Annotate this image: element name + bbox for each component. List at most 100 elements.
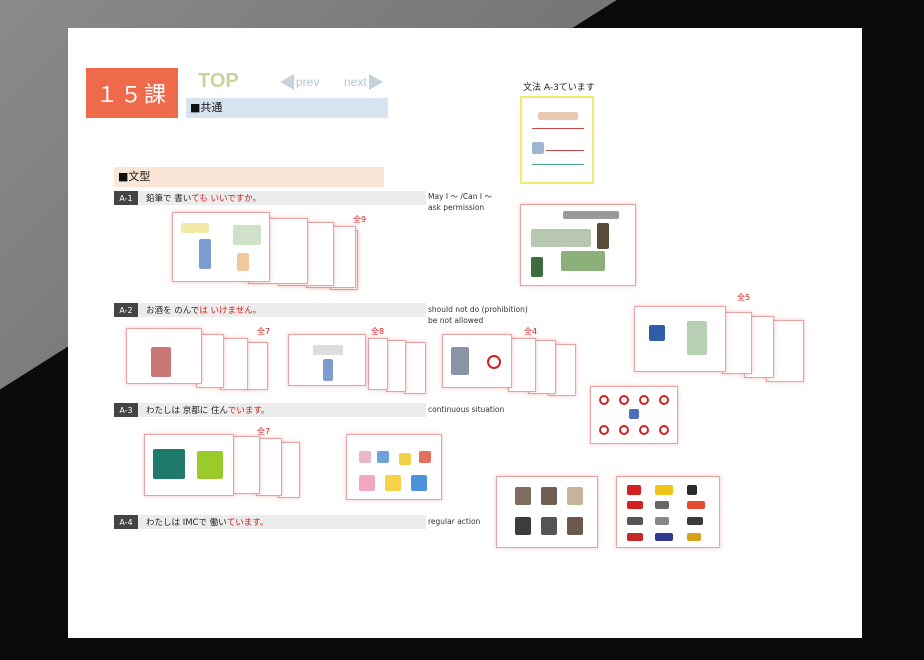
sentence-row-a3[interactable]: A-3 わたしは 京都に 住ん でいます。 <box>114 403 426 417</box>
row-text: わたしは 京都に 住ん <box>146 406 228 416</box>
row-tag: A-1 <box>114 191 138 205</box>
slide-card[interactable] <box>144 434 234 496</box>
slide-card[interactable] <box>404 342 426 394</box>
grammar-ref-card[interactable] <box>520 96 594 184</box>
gloss-line: May I ～ /Can I ～ <box>428 192 492 201</box>
sign-figure <box>313 345 343 355</box>
person-figure <box>199 239 211 269</box>
gloss-a1: May I ～ /Can I ～ ask permission <box>428 191 492 213</box>
tablet-screen: １５課 TOP prev next ■共通 文法 A-3ています ■文型 A-1… <box>68 28 862 638</box>
person-figure <box>323 359 333 381</box>
grammar-ref-figure <box>538 112 578 120</box>
row-text: わたしは IMCで 働い <box>146 518 227 528</box>
slide-card[interactable] <box>634 306 726 372</box>
prev-arrow-icon <box>280 74 294 90</box>
logo-figure <box>627 501 643 509</box>
gloss-line: regular action <box>428 517 481 526</box>
gloss-line: ask permission <box>428 203 485 212</box>
gloss-line: should not do (prohibition) <box>428 305 528 314</box>
slide-card[interactable] <box>126 328 202 384</box>
people-card[interactable] <box>496 476 598 548</box>
next-arrow-icon <box>368 74 383 90</box>
slide-card[interactable] <box>520 204 636 286</box>
gloss-a4: regular action <box>428 516 480 527</box>
lesson-badge[interactable]: １５課 <box>86 68 178 118</box>
slide-count: 全5 <box>737 293 751 302</box>
logo-figure <box>655 533 673 541</box>
portrait-figure <box>541 487 557 505</box>
slide-card[interactable] <box>386 340 406 392</box>
logo-figure <box>655 501 669 509</box>
character-figure <box>385 475 401 491</box>
sentence-row-a4[interactable]: A-4 わたしは IMCで 働い ています。 <box>114 515 426 529</box>
prev-link[interactable]: prev <box>280 74 319 90</box>
row-highlight: ています。 <box>226 518 269 528</box>
character-figure <box>399 453 411 465</box>
row-highlight: は いけません。 <box>199 306 262 316</box>
grammar-ref-line <box>532 128 584 129</box>
crowd-figure <box>451 347 469 375</box>
slide-count: 全8 <box>371 327 385 336</box>
grammar-ref-line <box>546 150 584 151</box>
prohibition-icon <box>619 425 629 435</box>
person-figure <box>531 257 543 277</box>
logo-figure <box>627 485 641 495</box>
slide-count: 全4 <box>524 327 538 336</box>
shelf-figure <box>563 211 619 219</box>
row-text: 鉛筆で 書い <box>146 194 192 204</box>
next-label: next <box>344 75 367 89</box>
slide-count: 全9 <box>353 215 367 224</box>
row-highlight: ても いいですか。 <box>191 194 262 204</box>
character-figure <box>377 451 389 463</box>
gloss-a3: continuous situation <box>428 404 504 415</box>
prohibition-signs-card[interactable] <box>590 386 678 444</box>
row-tag: A-2 <box>114 303 138 317</box>
slide-count: 全7 <box>257 427 271 436</box>
slide-card[interactable] <box>722 312 752 374</box>
portrait-figure <box>515 487 531 505</box>
prohibition-icon <box>659 395 669 405</box>
slide-card[interactable] <box>442 334 512 388</box>
escalator-sign-icon <box>649 325 665 341</box>
grammar-ref-figure <box>532 142 544 154</box>
speech-bubble <box>181 223 209 233</box>
slide-card[interactable] <box>232 436 260 494</box>
portrait-figure <box>541 517 557 535</box>
character-figure <box>359 475 375 491</box>
company-logos-card[interactable] <box>616 476 720 548</box>
logo-figure <box>687 485 697 495</box>
person-figure <box>237 253 249 271</box>
logo-figure <box>655 485 673 495</box>
slide-card[interactable] <box>288 334 366 386</box>
slide-card[interactable] <box>172 212 270 282</box>
prohibition-icon <box>639 425 649 435</box>
logo-figure <box>687 517 703 525</box>
character-figure <box>359 451 371 463</box>
slide-card[interactable] <box>508 338 536 392</box>
sentence-row-a1[interactable]: A-1 鉛筆で 書い ても いいですか。 <box>114 191 426 205</box>
portrait-figure <box>515 517 531 535</box>
slide-count: 全7 <box>257 327 271 336</box>
logo-figure <box>687 501 705 509</box>
top-link[interactable]: TOP <box>198 70 239 92</box>
next-link[interactable]: next <box>344 74 383 90</box>
photo-figure <box>153 449 185 479</box>
slide-card[interactable] <box>346 434 442 500</box>
sign-icon <box>629 409 639 419</box>
common-bar[interactable]: ■共通 <box>186 98 388 118</box>
sentence-row-a2[interactable]: A-2 お酒を のんで は いけません。 <box>114 303 426 317</box>
logo-figure <box>627 533 643 541</box>
character-figure <box>411 475 427 491</box>
prohibited-figure <box>151 347 171 377</box>
logo-figure <box>687 533 701 541</box>
prohibition-icon <box>487 355 501 369</box>
prohibition-icon <box>599 395 609 405</box>
row-text: お酒を のんで <box>146 306 200 316</box>
slide-card[interactable] <box>368 338 388 390</box>
prohibition-icon <box>659 425 669 435</box>
slide-card[interactable] <box>220 338 248 390</box>
person-figure <box>687 321 707 355</box>
grammar-ref-line <box>532 164 584 165</box>
row-tag: A-4 <box>114 515 138 529</box>
